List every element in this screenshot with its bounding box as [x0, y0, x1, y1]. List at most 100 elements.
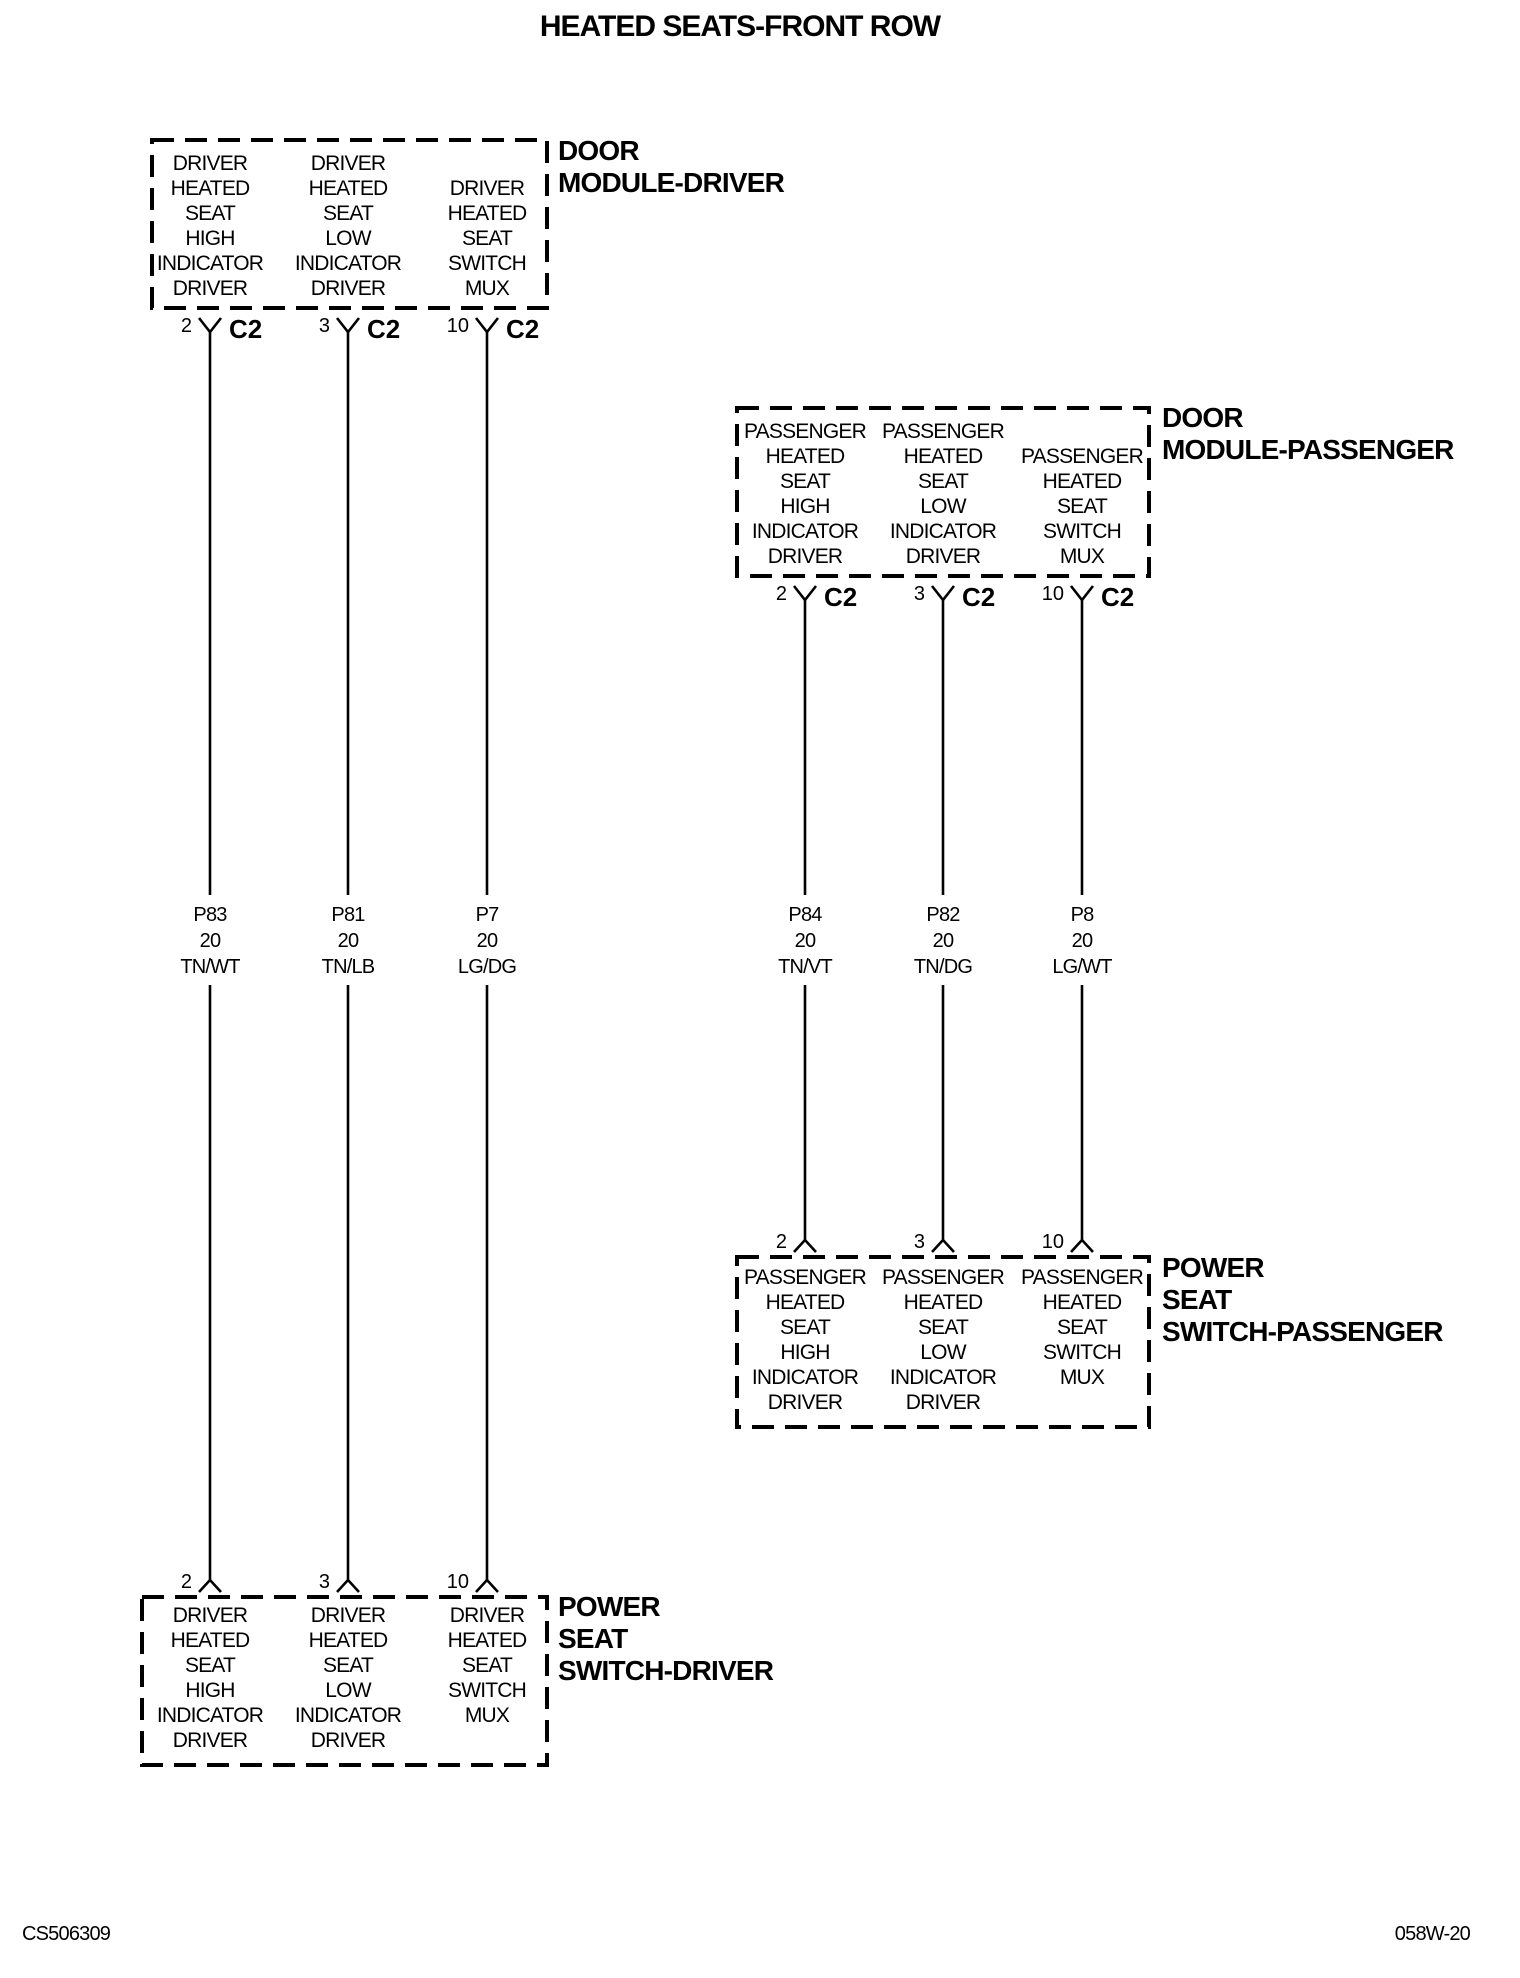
circuit-label-line: HIGH — [185, 227, 234, 250]
wire-label-p8: P8 20 LG/WT — [1052, 904, 1113, 978]
female-terminal-icon — [474, 317, 500, 335]
circuit-label-line: SEAT — [1057, 495, 1108, 518]
circuit-label-passenger-high: PASSENGER HEATED SEAT HIGH INDICATOR DRI… — [744, 1266, 867, 1414]
circuit-label-line: INDICATOR — [752, 520, 859, 543]
door-module-passenger: DOOR MODULE-PASSENGER PASSENGER HEATED S… — [735, 402, 1455, 612]
circuit-label-line: DRIVER — [906, 545, 981, 568]
circuit-label-line: INDICATOR — [295, 1704, 402, 1727]
module-name-line: SEAT — [1162, 1284, 1232, 1315]
wire-circuit: P83 — [193, 904, 227, 926]
module-name-line: MODULE-DRIVER — [558, 167, 785, 198]
passenger-wire-labels: P84 20 TN/VT P82 20 TN/DG P8 20 LG/WT — [778, 904, 1113, 978]
wire-gauge: 20 — [338, 930, 359, 952]
power-seat-switch-passenger: POWER SEAT SWITCH-PASSENGER 2 3 10 PASSE… — [735, 1231, 1444, 1429]
circuit-label-line: HEATED — [448, 202, 527, 225]
circuit-label-line: LOW — [325, 1679, 371, 1702]
circuit-label-line: HEATED — [309, 177, 388, 200]
connector-pin-2: 2 C2 — [776, 582, 857, 612]
circuit-label-line: DRIVER — [906, 1391, 981, 1414]
circuit-label-driver-high: DRIVER HEATED SEAT HIGH INDICATOR DRIVER — [157, 1604, 265, 1752]
terminal-pin-10: 10 — [1042, 1231, 1094, 1253]
wire-gauge: 20 — [200, 930, 221, 952]
footer-right-code: 058W-20 — [1395, 1923, 1471, 1945]
module-name-line: POWER — [1162, 1252, 1264, 1283]
circuit-label-line: SEAT — [323, 202, 374, 225]
module-name-line: POWER — [558, 1591, 660, 1622]
female-terminal-icon — [930, 585, 956, 603]
circuit-label-line: PASSENGER — [882, 1266, 1005, 1289]
connector-id: C2 — [229, 314, 262, 344]
circuit-label-line: PASSENGER — [744, 420, 867, 443]
circuit-label-line: HEATED — [904, 445, 983, 468]
circuit-label-line: SEAT — [1057, 1316, 1108, 1339]
pin-number: 10 — [1042, 583, 1064, 605]
female-terminal-icon — [197, 317, 223, 335]
female-terminal-icon — [792, 585, 818, 603]
wire-label-p82: P82 20 TN/DG — [914, 904, 973, 978]
module-name-line: DOOR — [1162, 402, 1243, 433]
module-name-line: DOOR — [558, 135, 639, 166]
driver-wires — [208, 330, 489, 1580]
circuit-label-passenger-mux: PASSENGER HEATED SEAT SWITCH MUX — [1021, 445, 1144, 568]
male-terminal-icon — [1070, 1238, 1094, 1253]
circuit-label-line: DRIVER — [311, 152, 386, 175]
circuit-label-line: HEATED — [171, 177, 250, 200]
driver-wire-labels: P83 20 TN/WT P81 20 TN/LB P7 20 LG/DG — [180, 904, 517, 978]
circuit-label-passenger-low: PASSENGER HEATED SEAT LOW INDICATOR DRIV… — [882, 420, 1005, 568]
circuit-label-line: HIGH — [780, 1341, 829, 1364]
pin-number: 10 — [447, 315, 469, 337]
male-terminal-icon — [931, 1238, 955, 1253]
circuit-label-line: INDICATOR — [890, 520, 997, 543]
pin-number: 2 — [181, 315, 192, 337]
circuit-label-line: DRIVER — [173, 1604, 248, 1627]
wire-label-p7: P7 20 LG/DG — [458, 904, 517, 978]
circuit-label-line: SEAT — [462, 227, 513, 250]
wire-label-p83: P83 20 TN/WT — [180, 904, 241, 978]
circuit-label-line: HEATED — [171, 1629, 250, 1652]
circuit-label-line: DRIVER — [173, 1729, 248, 1752]
wire-circuit: P82 — [926, 904, 960, 926]
circuit-label-line: PASSENGER — [882, 420, 1005, 443]
connector-pin-2: 2 C2 — [181, 314, 262, 344]
circuit-label-line: DRIVER — [450, 1604, 525, 1627]
circuit-label-line: PASSENGER — [744, 1266, 867, 1289]
circuit-label-line: HEATED — [1043, 1291, 1122, 1314]
male-terminal-icon — [198, 1578, 222, 1593]
wire-color: LG/DG — [458, 956, 516, 978]
terminal-pin-3: 3 — [319, 1571, 360, 1593]
circuit-label-line: HIGH — [185, 1679, 234, 1702]
circuit-label-line: DRIVER — [173, 152, 248, 175]
circuit-label-line: SWITCH — [1043, 1341, 1121, 1364]
circuit-label-driver-low: DRIVER HEATED SEAT LOW INDICATOR DRIVER — [295, 152, 403, 300]
circuit-label-line: LOW — [325, 227, 371, 250]
pin-number: 2 — [181, 1571, 192, 1593]
circuit-label-driver-high: DRIVER HEATED SEAT HIGH INDICATOR DRIVER — [157, 152, 265, 300]
power-seat-switch-passenger-box — [735, 1255, 1151, 1429]
circuit-label-line: HIGH — [780, 495, 829, 518]
diagram-title: HEATED SEATS-FRONT ROW — [540, 10, 942, 43]
module-name-line: SWITCH-DRIVER — [558, 1655, 774, 1686]
connector-id: C2 — [962, 582, 995, 612]
wire-color: TN/DG — [914, 956, 972, 978]
connector-pin-10: 10 C2 — [447, 314, 540, 344]
circuit-label-line: SEAT — [185, 202, 236, 225]
terminal-pin-2: 2 — [776, 1231, 817, 1253]
female-terminal-icon — [1069, 585, 1095, 603]
circuit-label-line: PASSENGER — [1021, 445, 1144, 468]
circuit-label-line: DRIVER — [173, 277, 248, 300]
wire-label-p84: P84 20 TN/VT — [778, 904, 833, 978]
circuit-label-line: SEAT — [323, 1654, 374, 1677]
circuit-label-line: HEATED — [904, 1291, 983, 1314]
connector-id: C2 — [1101, 582, 1134, 612]
circuit-label-line: SWITCH — [448, 1679, 526, 1702]
circuit-label-driver-mux: DRIVER HEATED SEAT SWITCH MUX — [448, 177, 528, 300]
circuit-label-line: MUX — [465, 1704, 510, 1727]
circuit-label-line: HEATED — [1043, 470, 1122, 493]
pin-number: 3 — [914, 583, 925, 605]
female-terminal-icon — [335, 317, 361, 335]
circuit-label-line: DRIVER — [768, 1391, 843, 1414]
circuit-label-line: LOW — [920, 495, 966, 518]
male-terminal-icon — [336, 1578, 360, 1593]
circuit-label-line: SEAT — [780, 470, 831, 493]
